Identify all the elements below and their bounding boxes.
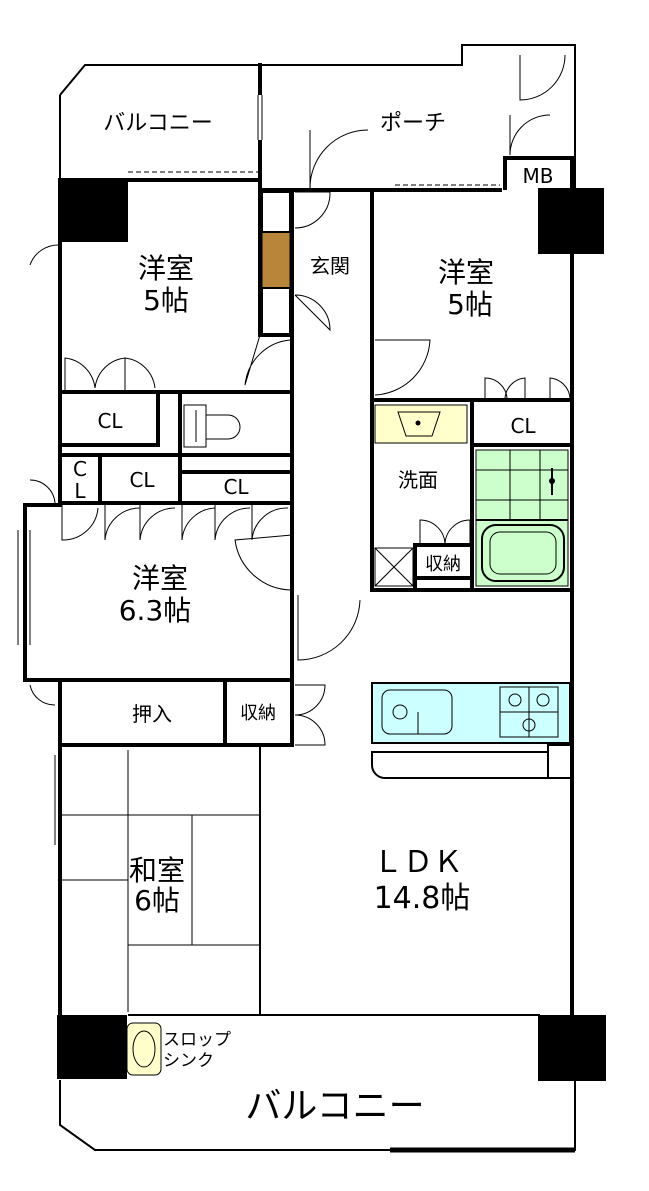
toilet — [183, 404, 207, 448]
label-storage-left: 収納 — [240, 703, 276, 724]
label-slop-sink-2: シンク — [163, 1051, 214, 1071]
outer-walls — [23, 44, 576, 1153]
label-balcony-bottom: バルコニー — [245, 1086, 424, 1127]
label-western2-size: 5帖 — [447, 288, 493, 321]
label-cl-bottom: CL — [223, 475, 249, 499]
label-storage-wash: 収納 — [425, 554, 461, 575]
label-slop-sink-1: スロップ — [163, 1030, 231, 1050]
label-cl-small-1: C — [73, 457, 87, 481]
fixtures — [126, 191, 571, 1076]
label-western1-size: 5帖 — [143, 284, 189, 317]
label-cl-right: CL — [510, 414, 536, 438]
label-washroom: 洗面 — [398, 468, 438, 492]
label-western3-size: 6.3帖 — [119, 594, 192, 627]
label-cl-small-2: L — [74, 479, 86, 503]
label-western3-name: 洋室 — [132, 562, 188, 595]
label-mb: MB — [523, 164, 554, 188]
label-ldk-size: 14.8帖 — [374, 881, 471, 916]
label-western1-name: 洋室 — [138, 252, 194, 285]
tatami-lines — [60, 750, 260, 1012]
label-japanese-name: 和室 — [129, 854, 185, 887]
label-entrance: 玄関 — [310, 254, 350, 278]
kitchen-sink — [381, 689, 453, 735]
label-ldk-name: ＬＤＫ — [373, 845, 463, 880]
bathtub — [481, 524, 565, 582]
columns — [57, 178, 606, 1081]
interior-walls — [23, 188, 574, 1015]
label-porch: ポーチ — [380, 111, 446, 136]
label-cl-mid: CL — [129, 468, 155, 492]
label-oshiire: 押入 — [132, 702, 172, 726]
label-western2-name: 洋室 — [438, 256, 494, 289]
door-swings — [29, 54, 571, 746]
window-lines — [17, 95, 500, 845]
label-cl-left: CL — [97, 409, 123, 433]
shoe-storage — [261, 231, 291, 289]
slop-sink — [126, 1022, 162, 1076]
label-japanese-size: 6帖 — [134, 884, 180, 917]
room-labels: バルコニー ポーチ MB 洋室 5帖 玄関 洋室 5帖 CL CL C L CL… — [73, 111, 553, 1127]
label-balcony-top: バルコニー — [103, 111, 213, 136]
